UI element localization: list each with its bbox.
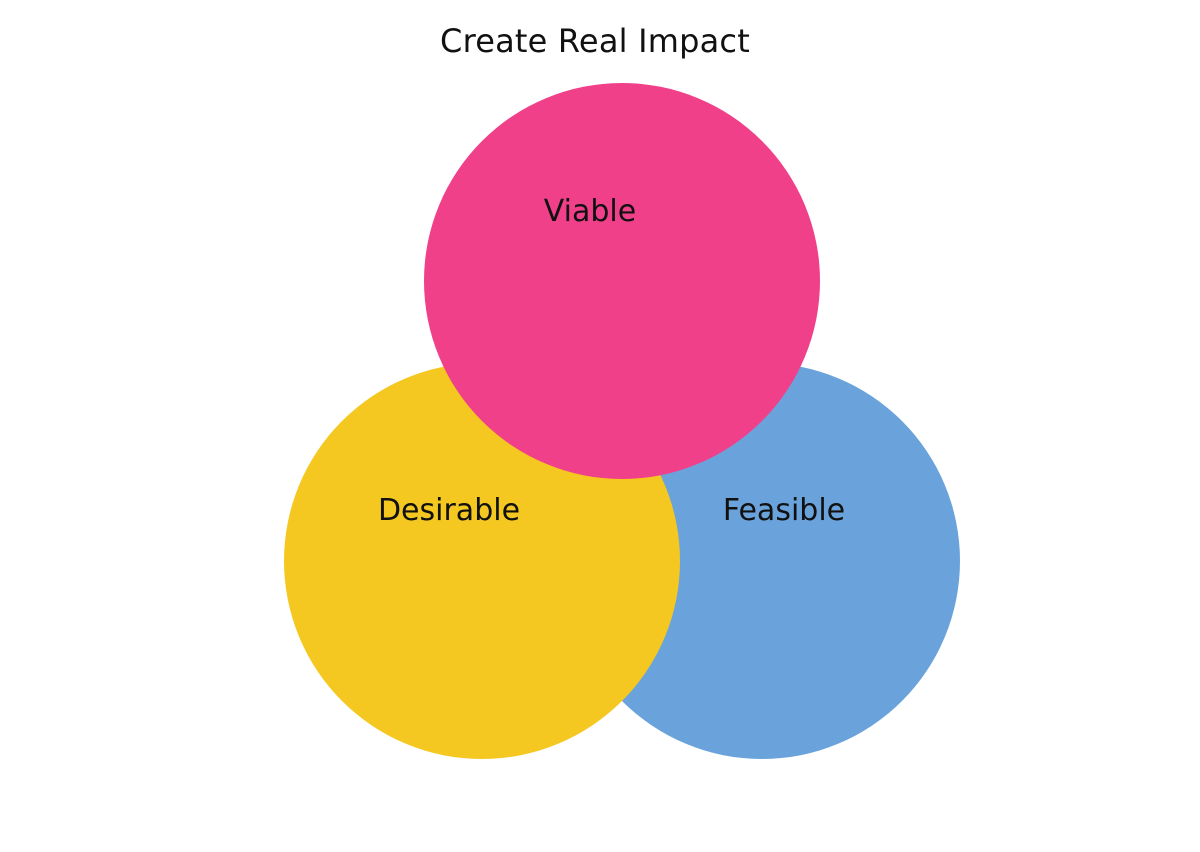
label-viable: Viable <box>544 194 636 229</box>
diagram-title: Create Real Impact <box>440 22 750 60</box>
circle-viable <box>424 83 820 479</box>
label-feasible: Feasible <box>723 493 845 528</box>
label-desirable: Desirable <box>378 493 520 528</box>
